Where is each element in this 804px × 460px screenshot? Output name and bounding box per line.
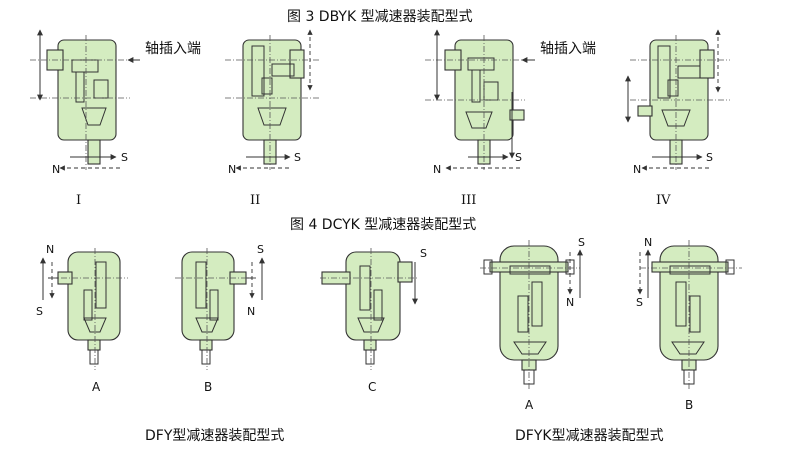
variant-label-III: III — [461, 193, 477, 208]
dfyk-diagram-B — [637, 240, 742, 390]
figure3-title: 图 3 DBYK 型减速器装配型式 — [287, 9, 473, 25]
dfy-diagram-B — [175, 248, 265, 370]
dfyk-A-n: N — [566, 296, 575, 309]
dfyk-caption: DFYK型减速器装配型式 — [515, 428, 664, 444]
fig3-I-n: N — [52, 163, 61, 176]
dfy-label-C: C — [368, 380, 377, 394]
reducer-diagram-III — [425, 29, 535, 171]
dfy-diagram-C — [320, 248, 418, 370]
variant-label-II: II — [250, 193, 261, 208]
dfy-label-A: A — [92, 380, 101, 394]
dfy-diagram-A — [40, 248, 128, 370]
variant-label-IV: IV — [656, 193, 671, 208]
reducer-diagram-II — [225, 29, 320, 171]
reducer-diagram-I — [30, 29, 140, 171]
fig3-IV-n: N — [633, 163, 642, 176]
fig3-III-s: S — [515, 151, 522, 164]
fig3-II-s: S — [294, 151, 301, 164]
fig3-IV-s: S — [706, 151, 713, 164]
dfyk-A-s: S — [578, 236, 585, 249]
dfy-caption: DFY型减速器装配型式 — [145, 428, 285, 444]
dfyk-label-B: B — [685, 398, 694, 412]
reducer-diagram-IV — [625, 29, 730, 171]
dfy-label-B: B — [204, 380, 213, 394]
dfy-B-n: N — [247, 305, 256, 318]
dfyk-label-A: A — [525, 398, 534, 412]
dfy-A-s: S — [36, 305, 43, 318]
dfy-B-s: S — [257, 243, 264, 256]
fig3-III-n: N — [433, 163, 442, 176]
dfy-A-n: N — [46, 243, 55, 256]
dfyk-B-n: N — [644, 236, 653, 249]
fig3-II-n: N — [228, 163, 237, 176]
dfyk-B-s: S — [636, 296, 643, 309]
fig3-I-s: S — [121, 151, 128, 164]
shaft-insert-label-1: 轴插入端 — [145, 41, 201, 57]
dfyk-diagram-A — [480, 240, 583, 390]
figure4-title: 图 4 DCYK 型减速器装配型式 — [290, 217, 477, 233]
dfy-C-s: S — [420, 247, 427, 260]
variant-label-I: I — [76, 193, 82, 208]
shaft-insert-label-2: 轴插入端 — [540, 41, 596, 57]
